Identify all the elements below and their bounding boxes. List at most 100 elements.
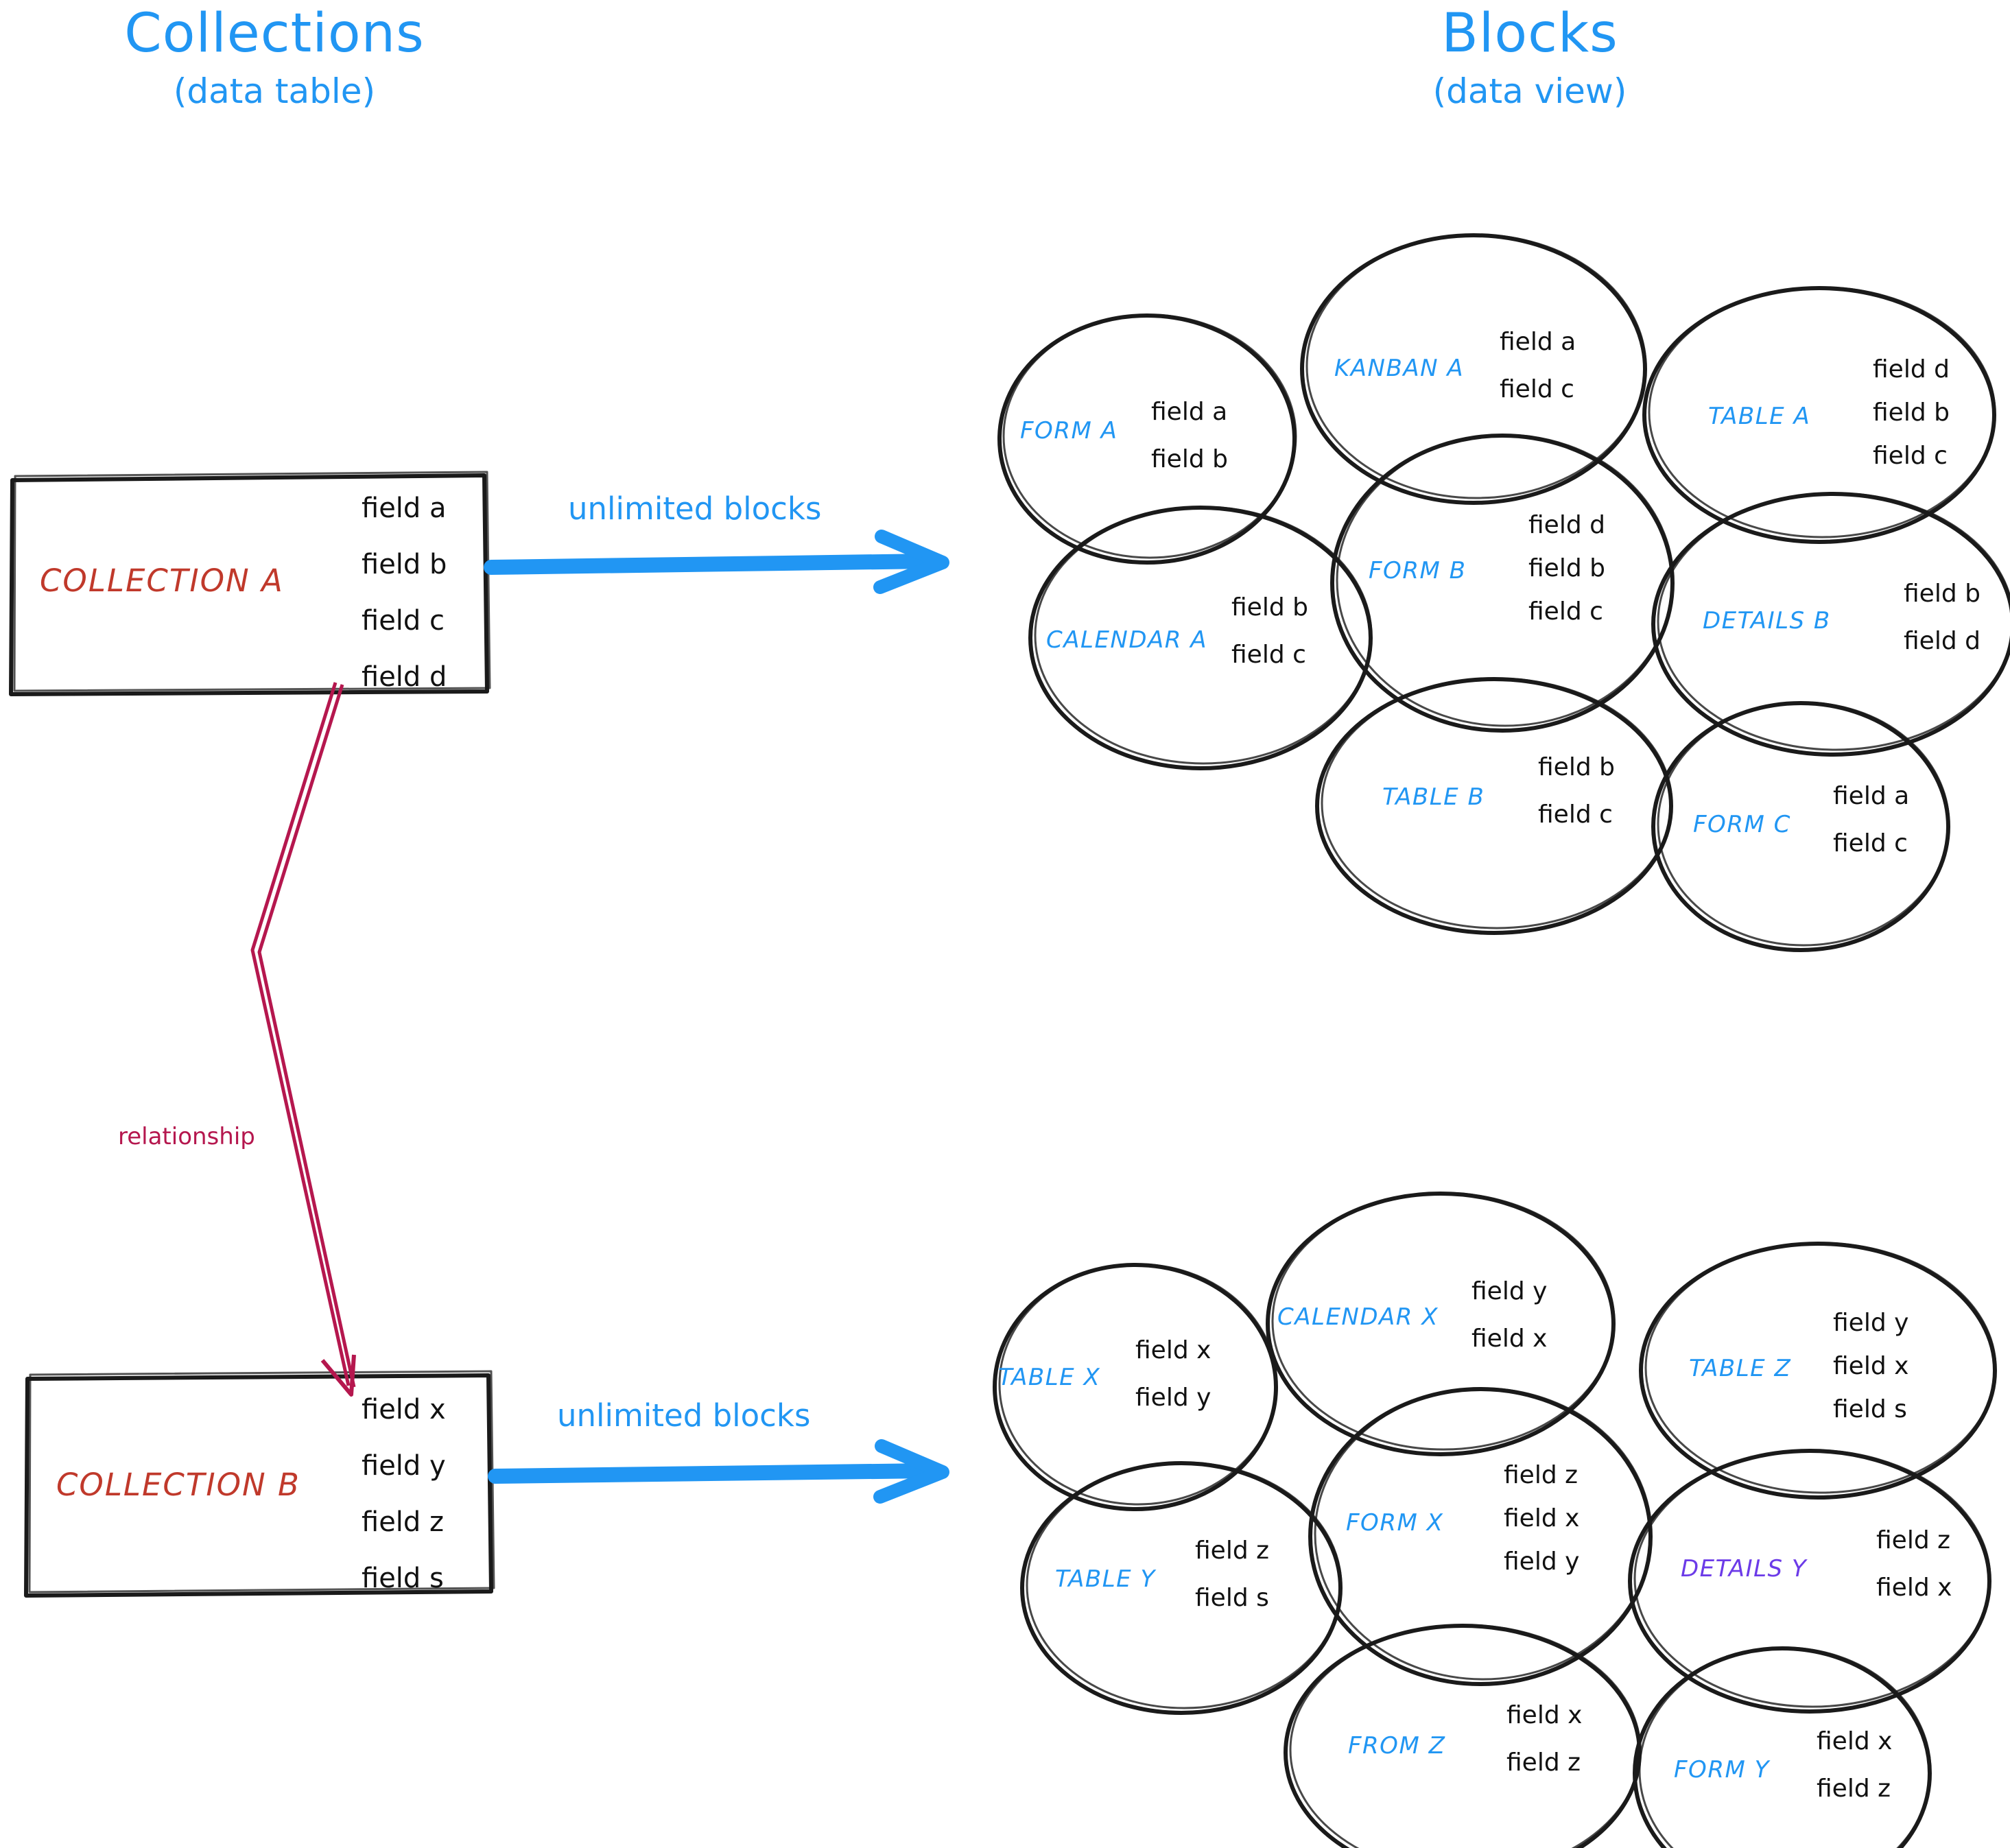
- block-label: DETAILS Y: [1681, 1555, 1808, 1583]
- block-field-list: field d field b field c: [1873, 355, 1950, 470]
- ellipse-form-x: [1308, 1387, 1653, 1686]
- block-field: field d: [1904, 627, 1981, 655]
- block-label: TABLE A: [1708, 403, 1811, 430]
- block-field: field d: [1873, 355, 1950, 383]
- block-label: FORM B: [1369, 557, 1467, 584]
- collection-b-fields: field x field y field z field s: [362, 1394, 446, 1594]
- block-field: field y: [1504, 1548, 1580, 1576]
- block-label: CALENDAR A: [1046, 626, 1207, 654]
- block-label: FORM Y: [1674, 1756, 1770, 1784]
- collection-b[interactable]: COLLECTION B field x field y field z fie…: [0, 0, 446, 1594]
- block-field: field z: [1876, 1526, 1951, 1554]
- collection-a-field: field b: [362, 549, 447, 580]
- block-field: field s: [1833, 1395, 1907, 1423]
- block-field: field x: [1504, 1504, 1580, 1532]
- block-label: DETAILS B: [1703, 607, 1831, 635]
- ellipse-form-a: [997, 313, 1297, 565]
- block-field-list: field a field c: [1500, 328, 1576, 403]
- ellipse-calendar-a: [1028, 506, 1373, 770]
- block-field: field c: [1231, 641, 1306, 669]
- block-field-list: field y field x field s: [1833, 1309, 1908, 1423]
- block-field: field d: [1528, 511, 1605, 539]
- ellipse-details-y: [1628, 1449, 1991, 1714]
- heading-blocks: Blocks (data view): [1297, 7, 1763, 108]
- collection-a[interactable]: COLLECTION A field a field b field c fie…: [0, 0, 447, 693]
- block-field: field b: [1231, 593, 1308, 621]
- block-field-list: field x field y: [1135, 1336, 1211, 1412]
- ellipse-details-b: [1651, 492, 2010, 757]
- block-field: field z: [1817, 1775, 1891, 1803]
- block-field: field x: [1471, 1325, 1548, 1353]
- block-field-list: field a field c: [1833, 782, 1909, 857]
- collections-title: Collections: [124, 3, 425, 64]
- ellipse-from-z: [1284, 1624, 1642, 1848]
- block-label: TABLE Z: [1689, 1355, 1792, 1382]
- collection-a-fields: field a field b field c field d: [362, 493, 447, 693]
- block-field: field z: [1504, 1461, 1579, 1489]
- ellipse-table-z: [1639, 1242, 1997, 1500]
- block-label: TABLE X: [998, 1364, 1101, 1391]
- collection-a-name: COLLECTION A: [40, 562, 284, 599]
- ellipse-table-y: [1020, 1461, 1343, 1715]
- block-field: field c: [1500, 375, 1574, 403]
- block-field: field b: [1904, 580, 1981, 608]
- block-field-list: field a field b: [1151, 398, 1228, 473]
- block-field-list: field z field x field y: [1504, 1461, 1579, 1576]
- collections-subtitle: (data table): [173, 71, 376, 111]
- block-field: field x: [1135, 1336, 1211, 1364]
- relationship-label: relationship: [118, 1123, 255, 1150]
- block-field: field y: [1833, 1309, 1909, 1337]
- block-label: TABLE Y: [1055, 1565, 1156, 1593]
- block-field: field a: [1151, 398, 1228, 426]
- block-field-list: field b field d: [1904, 580, 1981, 655]
- blocks-subtitle: (data view): [1432, 71, 1627, 111]
- block-label: FORM C: [1693, 811, 1791, 838]
- block-field: field c: [1528, 597, 1603, 626]
- block-field: field c: [1538, 801, 1613, 829]
- block-label: CALENDAR X: [1277, 1303, 1439, 1331]
- collection-a-box: [9, 471, 491, 696]
- block-field: field y: [1471, 1277, 1548, 1305]
- block-field: field x: [1833, 1352, 1909, 1380]
- block-field: field b: [1151, 445, 1228, 473]
- block-field: field x: [1817, 1727, 1893, 1755]
- block-field: field s: [1195, 1584, 1269, 1612]
- collection-b-field: field x: [362, 1394, 446, 1425]
- block-field-list: field z field s: [1195, 1537, 1269, 1612]
- block-label: KANBAN A: [1334, 355, 1465, 382]
- ellipse-table-a: [1642, 286, 1996, 544]
- collection-b-field: field y: [362, 1450, 446, 1482]
- unlimited-blocks-label-b: unlimited blocks: [557, 1397, 811, 1434]
- block-field: field x: [1506, 1701, 1583, 1729]
- block-label: FORM A: [1020, 417, 1118, 445]
- block-field-list: field d field b field c: [1528, 511, 1605, 626]
- collection-a-field: field d: [362, 661, 447, 693]
- block-field: field a: [1500, 328, 1576, 356]
- heading-collections: Collections (data table): [41, 7, 508, 108]
- block-field: field c: [1833, 829, 1908, 857]
- block-field: field x: [1876, 1574, 1952, 1602]
- collection-a-field: field a: [362, 493, 447, 524]
- ellipse-table-b: [1315, 677, 1673, 935]
- block-label: TABLE B: [1382, 783, 1485, 811]
- ellipse-calendar-x: [1266, 1192, 1616, 1456]
- block-label: FROM Z: [1348, 1732, 1446, 1760]
- ellipse-table-x: [993, 1263, 1278, 1511]
- block-label: FORM X: [1346, 1509, 1444, 1537]
- ellipse-kanban-a: [1300, 233, 1647, 505]
- unlimited-blocks-label-a: unlimited blocks: [568, 490, 822, 527]
- block-field: field b: [1873, 399, 1950, 427]
- block-field-list: field y field x: [1471, 1277, 1547, 1353]
- block-field: field c: [1873, 442, 1948, 470]
- block-field-list: field x field z: [1506, 1701, 1582, 1777]
- unlimited-blocks-arrow-a: [484, 530, 949, 594]
- collection-b-field: field z: [362, 1506, 445, 1538]
- collection-a-field: field c: [362, 605, 445, 637]
- block-field: field a: [1833, 782, 1910, 810]
- block-field-list: field b field c: [1231, 593, 1308, 669]
- collection-b-name: COLLECTION B: [56, 1467, 300, 1503]
- blocks-title: Blocks: [1441, 3, 1618, 64]
- block-field: field z: [1195, 1537, 1270, 1565]
